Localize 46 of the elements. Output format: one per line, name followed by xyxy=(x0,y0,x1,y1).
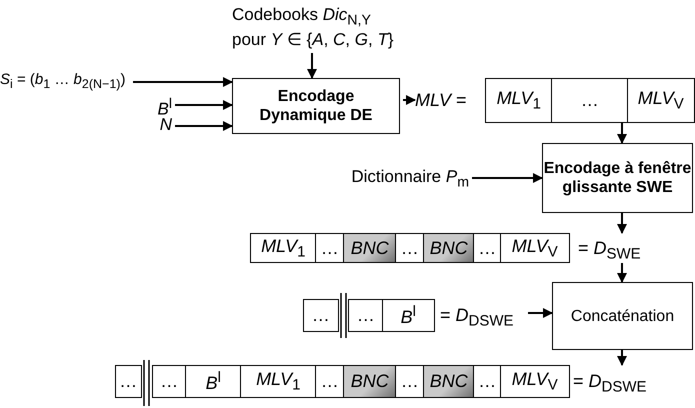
arrow xyxy=(403,95,416,105)
array-cell: MLV$_{1}$ xyxy=(240,365,316,398)
arrow xyxy=(617,213,627,234)
array-cell: B$^{l}$ xyxy=(185,365,242,398)
arrow xyxy=(175,121,233,131)
array-cell: MLV$_{V}$ xyxy=(627,78,694,123)
process-box: Encodage à fenêtre glissante SWE xyxy=(542,143,693,213)
array-cell: BNC xyxy=(343,233,396,263)
arrow xyxy=(133,77,233,87)
arrow xyxy=(617,350,627,366)
array-cell: MLV$_{1}$ xyxy=(250,233,316,263)
array-cell: … xyxy=(152,365,186,398)
input-label: S$_{i}$ = (b$_{1}$ … b$_{2(N−1)}$) xyxy=(0,70,130,94)
arrow xyxy=(307,53,317,79)
array-cell: … xyxy=(348,299,384,332)
input-label: N xyxy=(146,115,172,137)
array-cell: … xyxy=(395,365,424,398)
array-cell: … xyxy=(551,78,628,123)
equation-label: = D$_{DSWE}$ xyxy=(573,370,647,398)
arrow xyxy=(617,263,627,283)
array-cell: … xyxy=(395,233,424,263)
array-cell: … xyxy=(303,299,338,332)
array-cell: MLV$_{V}$ xyxy=(500,233,570,263)
array-cell: BNC xyxy=(343,365,396,398)
array-cell: … xyxy=(315,365,344,398)
process-box: Concaténation xyxy=(552,282,693,350)
equation-label: MLV = xyxy=(415,89,467,112)
array-cell: MLV$_{V}$ xyxy=(500,365,570,398)
arrow xyxy=(472,173,543,183)
array-cell: … xyxy=(473,365,502,398)
array-cell: BNC xyxy=(423,233,474,263)
array-cell: B$^{l}$ xyxy=(382,299,434,332)
input-label: Dictionnaire P$_{m}$ xyxy=(264,167,469,191)
equation-label: = D$_{DSWE}$ xyxy=(440,304,514,332)
arrow xyxy=(528,308,553,318)
input-label: B$^{l}$ xyxy=(146,94,172,116)
array-cell: MLV$_{1}$ xyxy=(485,78,552,123)
arrow xyxy=(617,123,627,144)
input-label: Codebooks Dic$_{N,Y}$ pour Y ∈ {A, C, G, T} xyxy=(232,5,407,53)
process-box: Encodage Dynamique DE xyxy=(232,78,400,134)
array-cell: … xyxy=(473,233,502,263)
equation-label: = D$_{SWE}$ xyxy=(578,237,641,263)
arrow xyxy=(175,100,233,110)
array-cell: BNC xyxy=(423,365,474,398)
array-cell: … xyxy=(115,365,142,398)
array-cell: … xyxy=(315,233,344,263)
